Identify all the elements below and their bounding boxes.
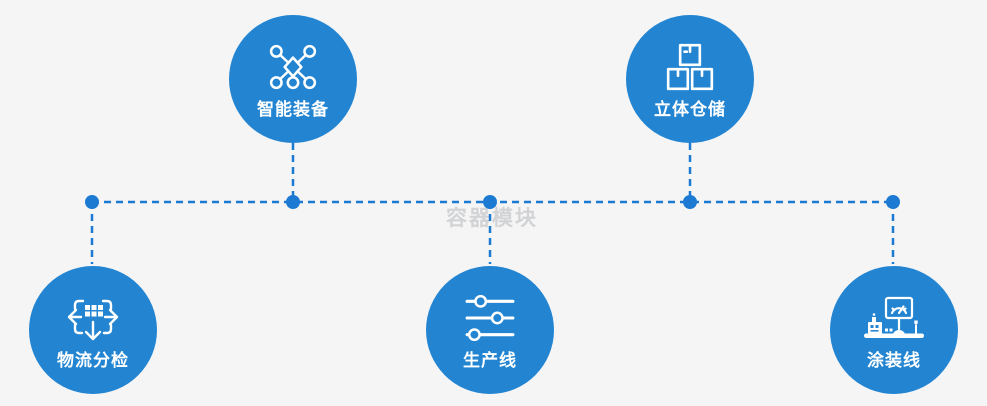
- network-nodes-icon: [268, 42, 318, 92]
- dispatch-arrows-icon: [67, 293, 119, 343]
- node-label: 生产线: [463, 351, 517, 370]
- node-label: 物流分检: [57, 351, 129, 370]
- node-label: 涂装线: [867, 351, 921, 370]
- junction-dot: [683, 195, 697, 209]
- node-production-line[interactable]: 生产线: [426, 266, 554, 394]
- node-logistics-sorting[interactable]: 物流分检: [29, 266, 157, 394]
- node-smart-equipment[interactable]: 智能装备: [229, 15, 357, 143]
- junction-dot: [483, 195, 497, 209]
- sliders-icon: [464, 293, 516, 343]
- stacked-boxes-icon: [666, 42, 714, 92]
- control-station-icon: [862, 293, 926, 343]
- node-painting-line[interactable]: 涂装线: [830, 266, 958, 394]
- node-label: 智能装备: [257, 100, 329, 119]
- junction-dot: [286, 195, 300, 209]
- junction-dot: [886, 195, 900, 209]
- junction-dot: [85, 195, 99, 209]
- node-stereoscopic-warehouse[interactable]: 立体仓储: [626, 15, 754, 143]
- node-label: 立体仓储: [654, 100, 726, 119]
